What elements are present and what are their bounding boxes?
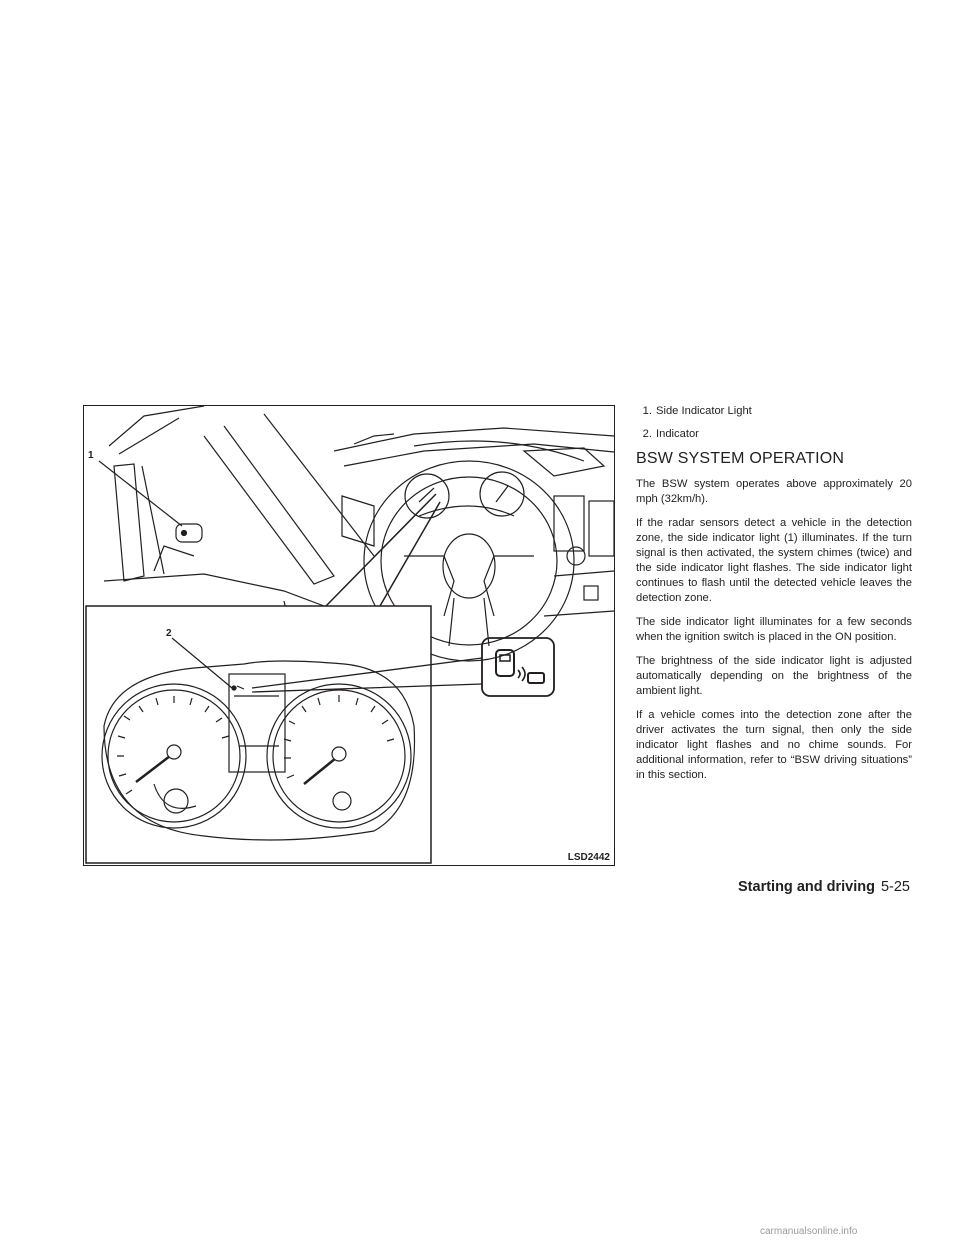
legend-item: 1. Side Indicator Light [636, 404, 912, 418]
section-title: BSW SYSTEM OPERATION [636, 450, 845, 467]
dashboard-illustration [85, 406, 614, 864]
legend-label: Side Indicator Light [656, 405, 752, 417]
text-column: 1. Side Indicator Light 2. Indicator BSW… [636, 404, 912, 792]
legend-number: 2. [642, 428, 652, 440]
watermark: carmanualsonline.info [760, 1226, 858, 1237]
paragraph: If a vehicle comes into the detection zo… [636, 709, 912, 781]
paragraph: The BSW system operates above approximat… [636, 478, 912, 505]
figure-code: LSD2442 [567, 852, 610, 863]
legend-label: Indicator [656, 428, 699, 440]
legend-number: 1. [642, 405, 652, 417]
callout-2: 2 [166, 628, 172, 639]
figure-legend: 1. Side Indicator Light 2. Indicator [636, 404, 912, 441]
paragraph: If the radar sensors detect a vehicle in… [636, 517, 912, 604]
page-number: 5-25 [880, 879, 910, 895]
page-footer: Starting and driving 5-25 [738, 879, 910, 895]
paragraph: The side indicator light illuminates for… [636, 616, 912, 643]
left-gauge-ticks [117, 696, 230, 795]
footer-section: Starting and driving [738, 879, 875, 895]
illustration-figure: 1 2 LSD2442 [83, 405, 615, 866]
legend-item: 2. Indicator [636, 427, 912, 441]
right-gauge-ticks [283, 695, 395, 779]
callout-1: 1 [88, 450, 94, 461]
paragraph: The brightness of the side indicator lig… [636, 655, 912, 697]
